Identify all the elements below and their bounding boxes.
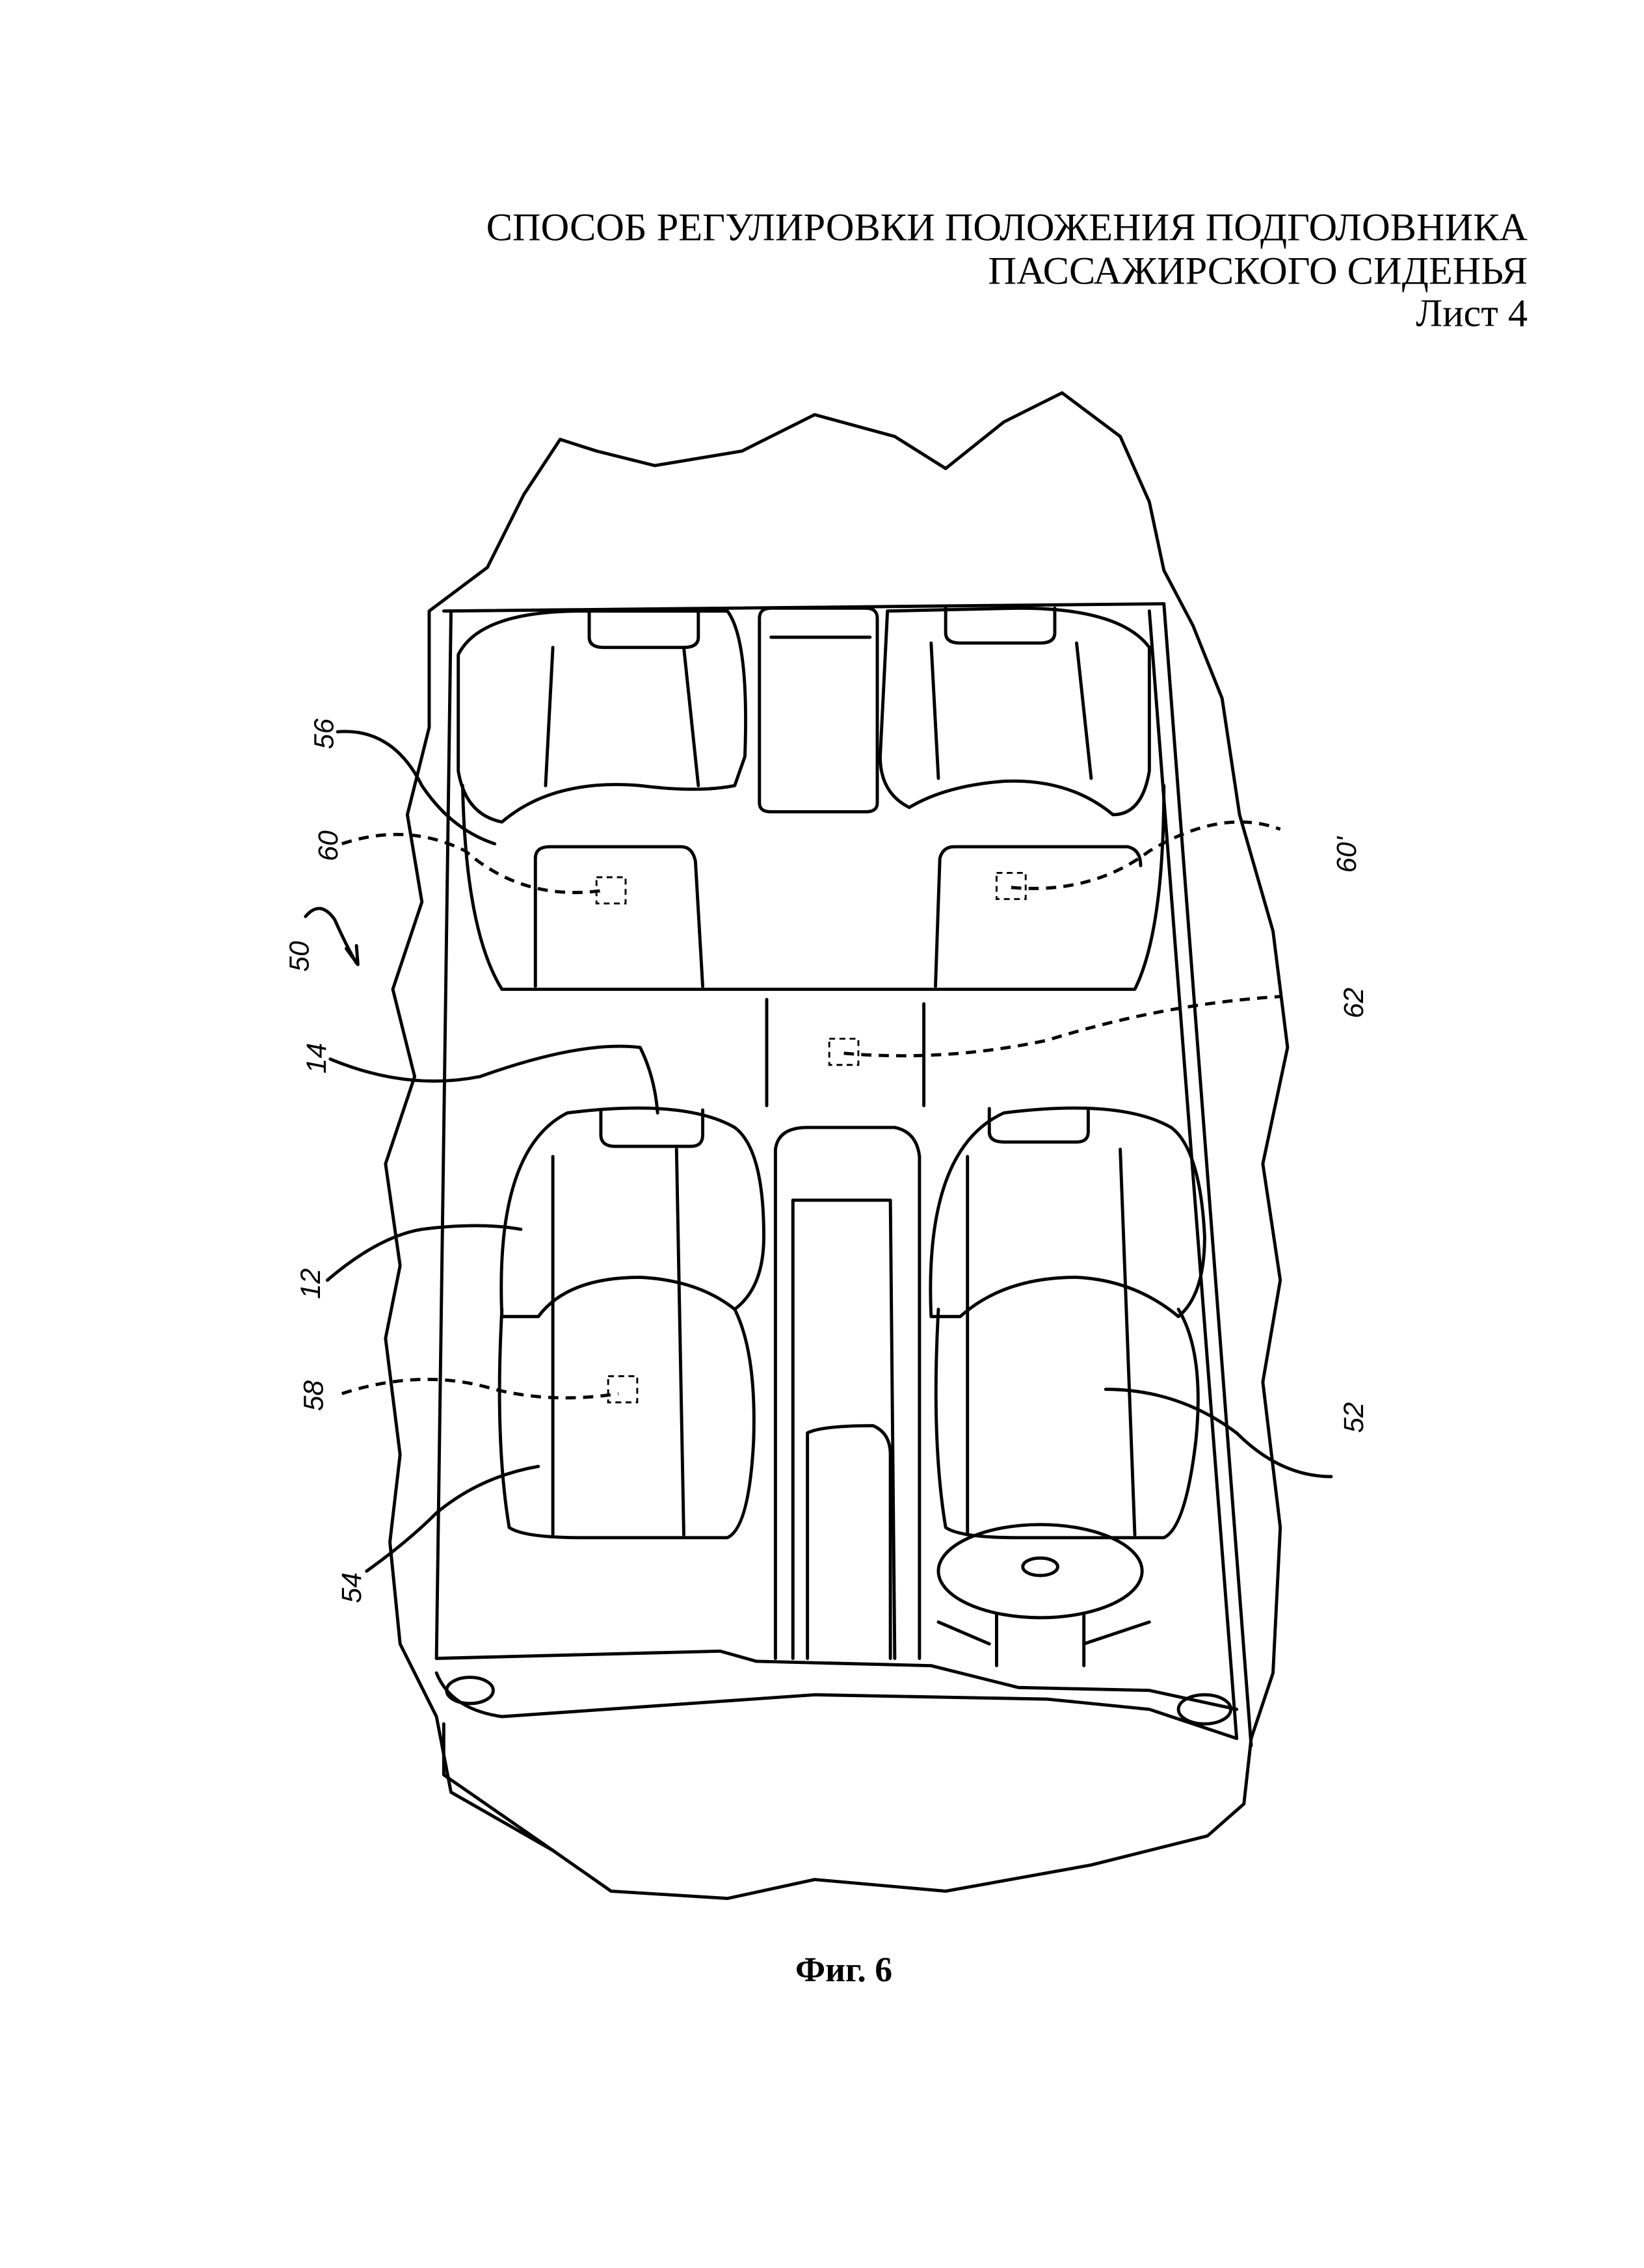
ref-54: 54	[337, 1572, 367, 1603]
ref-56: 56	[309, 719, 339, 750]
ref-52: 52	[1339, 1402, 1370, 1433]
front-seat-52	[929, 1106, 1206, 1540]
vehicle-drawing	[384, 391, 1290, 1901]
sensor-62	[828, 1038, 860, 1066]
sensor-60-prime	[996, 871, 1027, 901]
rear-seat-56	[457, 606, 1166, 991]
ref-60: 60	[313, 830, 344, 862]
cutaway-outline	[384, 391, 1290, 1901]
sensor-58	[607, 1375, 639, 1404]
sheet-number: Лист 4	[1416, 291, 1528, 335]
ref-12: 12	[296, 1268, 326, 1299]
steering-wheel	[936, 1523, 1151, 1668]
ref-14: 14	[302, 1043, 332, 1074]
front-seat-12	[497, 1106, 765, 1540]
title-line-2: ПАССАЖИРСКОГО СИДЕНЬЯ	[988, 249, 1528, 293]
sensor-60	[595, 876, 627, 904]
title-line-1: СПОСОБ РЕГУЛИРОВКИ ПОЛОЖЕНИЯ ПОДГОЛОВНИК…	[486, 205, 1528, 249]
ref-58: 58	[299, 1380, 330, 1412]
ref-60-prime: 60'	[1332, 836, 1362, 873]
figure-caption: Фиг. 6	[795, 1950, 892, 1989]
ref-62: 62	[1339, 988, 1370, 1019]
ref-50: 50	[284, 941, 315, 972]
